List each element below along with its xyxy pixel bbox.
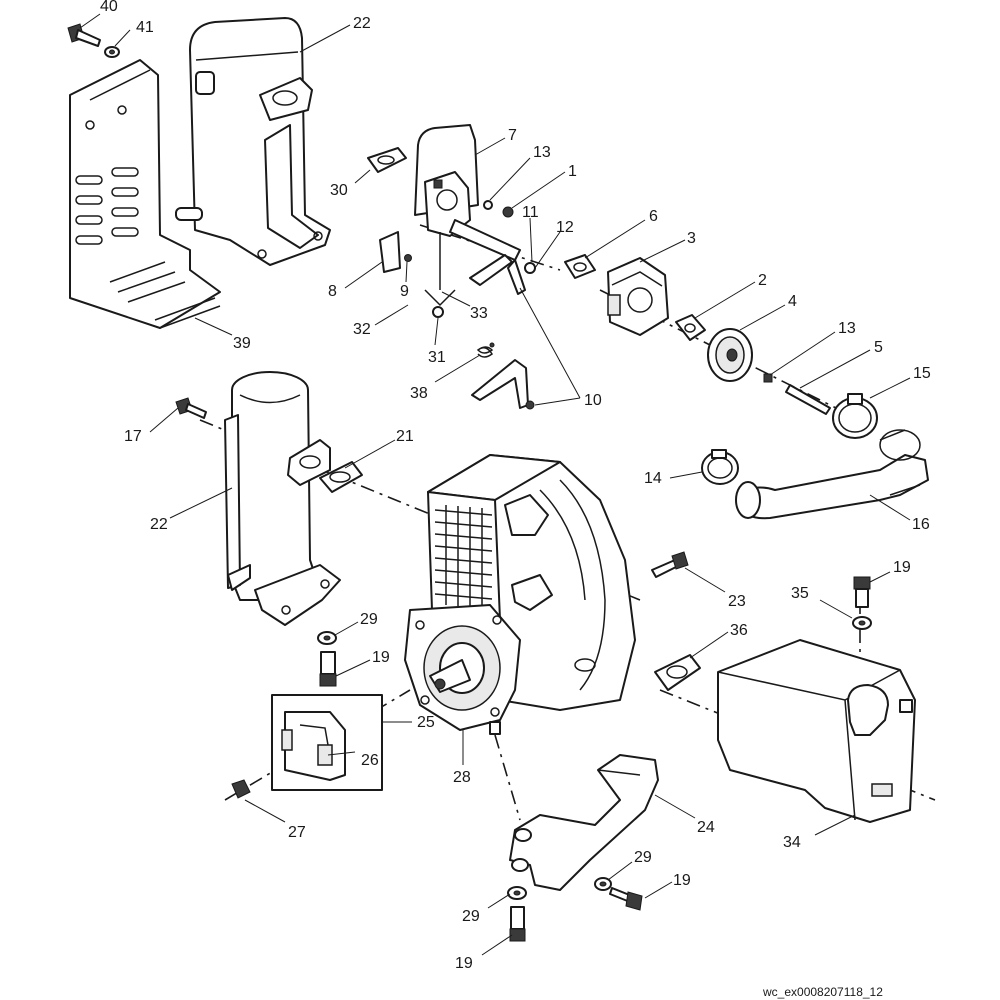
bolt-23	[651, 551, 689, 578]
callout-4: 4	[788, 293, 797, 310]
leader-lines	[79, 13, 911, 956]
linkage-33-32-31	[424, 232, 456, 318]
callout-26: 26	[361, 752, 379, 769]
bolt-5	[785, 384, 831, 415]
lever-12	[469, 254, 536, 295]
gasket-30	[367, 147, 407, 173]
washer-29c	[507, 886, 527, 900]
callout-36: 36	[730, 622, 748, 639]
cooling-fins	[434, 505, 493, 608]
callout-19-top-right: 19	[893, 559, 911, 576]
gasket-36	[654, 654, 701, 691]
spring-9	[404, 254, 412, 262]
callout-30: 30	[330, 182, 348, 199]
callout-41: 41	[136, 19, 154, 36]
callout-12: 12	[556, 219, 574, 236]
callout-1: 1	[568, 163, 577, 180]
gasket-21	[319, 461, 363, 493]
callout-16: 16	[912, 516, 930, 533]
callout-5: 5	[874, 339, 883, 356]
callout-19-upper: 19	[372, 649, 390, 666]
throttle-lever-10	[471, 359, 535, 410]
washer-29a	[317, 631, 337, 645]
callout-23: 23	[728, 593, 746, 610]
callout-15: 15	[913, 365, 931, 382]
hose-clamp-15	[832, 393, 878, 439]
callout-21: 21	[396, 428, 414, 445]
bolt-40	[67, 23, 101, 47]
tank-cover-34	[717, 639, 916, 823]
callout-13-upper: 13	[533, 144, 551, 161]
bolt-19c	[609, 887, 643, 911]
bracket-24	[509, 754, 659, 891]
bolt-19b	[319, 651, 337, 687]
crankcase-flange-28	[404, 604, 521, 735]
callout-2: 2	[758, 272, 767, 289]
callout-7: 7	[508, 127, 517, 144]
heat-shield	[69, 59, 221, 329]
muffler-lower	[224, 371, 341, 626]
spring-38	[476, 342, 495, 358]
callout-6: 6	[649, 208, 658, 225]
callout-40: 40	[100, 0, 118, 15]
callout-3: 3	[687, 230, 696, 247]
callout-14: 14	[644, 470, 662, 487]
callout-32: 32	[353, 321, 371, 338]
callout-19-middle: 19	[673, 872, 691, 889]
callout-27: 27	[288, 824, 306, 841]
gasket-6	[564, 254, 596, 279]
bolt-19a	[853, 576, 871, 608]
callout-28: 28	[453, 769, 471, 786]
hose-clamp-14	[701, 449, 739, 485]
nut-13b	[763, 373, 773, 383]
callout-29-lower: 29	[462, 908, 480, 925]
carburetor-body-1	[424, 171, 521, 261]
callout-33: 33	[470, 305, 488, 322]
callout-35: 35	[791, 585, 809, 602]
callout-38: 38	[410, 385, 428, 402]
bracket-8	[379, 231, 401, 273]
bolt-17	[175, 397, 207, 419]
gasket-2	[675, 314, 706, 341]
callout-8: 8	[328, 283, 337, 300]
shield-vent-slots	[75, 167, 186, 303]
callout-11: 11	[522, 204, 539, 221]
callout-22-lower: 22	[150, 516, 168, 533]
callout-34: 34	[783, 834, 801, 851]
callout-39: 39	[233, 335, 251, 352]
washer-41	[104, 46, 120, 58]
callout-22-upper: 22	[353, 15, 371, 32]
callout-10: 10	[584, 392, 602, 409]
elbow-pipe-16	[735, 429, 929, 520]
callout-29-upper: 29	[360, 611, 378, 628]
carburetor-3	[607, 257, 669, 336]
callout-13-lower: 13	[838, 320, 856, 337]
bolt-19d	[509, 906, 526, 942]
callout-19-lower: 19	[455, 955, 473, 972]
washer-29b	[594, 877, 612, 891]
washer-35	[852, 616, 872, 630]
inset-box-25	[271, 694, 383, 791]
callout-17: 17	[124, 428, 142, 445]
footer-code: wc_ex0008207118_12	[762, 985, 883, 999]
air-intake-4	[707, 328, 753, 382]
callout-29-middle: 29	[634, 849, 652, 866]
muffler-upper	[175, 17, 331, 266]
screw-13a	[483, 200, 514, 218]
callout-31: 31	[428, 349, 446, 366]
callout-9: 9	[400, 283, 409, 300]
callout-numbers: 40 41 22 39 30 7 13 1 11 12 6 3 8 9 33 3…	[100, 0, 931, 972]
nut-27	[231, 779, 251, 799]
exhaust-flange	[287, 439, 331, 486]
callout-24: 24	[697, 819, 715, 836]
callout-25: 25	[417, 714, 435, 731]
